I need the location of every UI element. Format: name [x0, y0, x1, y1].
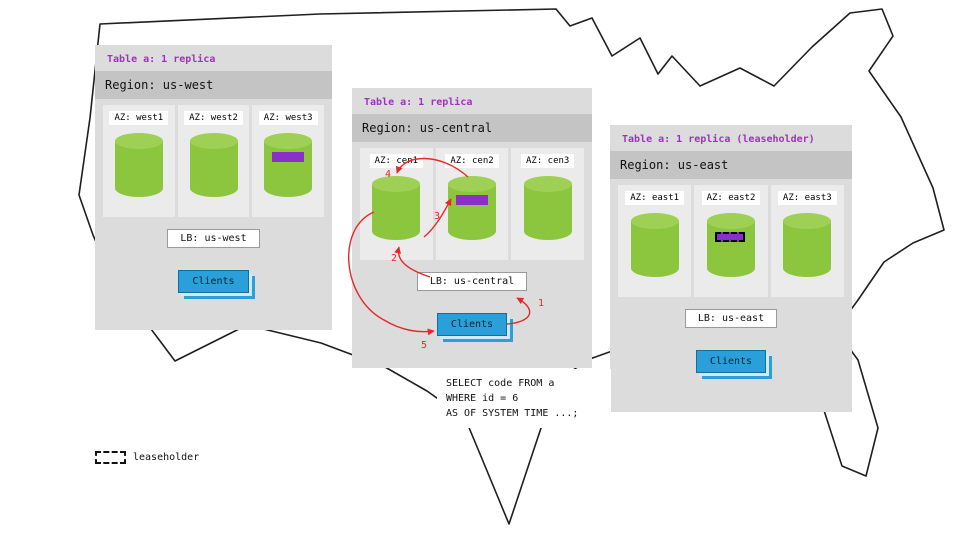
az-row: AZ: east1 AZ: east2 AZ: east3	[618, 185, 844, 297]
az-east1: AZ: east1	[618, 185, 692, 297]
table-replica-label: Table a: 1 replica (leaseholder)	[622, 134, 815, 145]
az-row: AZ: west1 AZ: west2 AZ: west3	[103, 105, 325, 217]
az-label: AZ: east1	[625, 191, 685, 205]
az-east2: AZ: east2	[694, 185, 768, 297]
db-cylinder	[264, 133, 313, 197]
sql-line: AS OF SYSTEM TIME ...;	[446, 408, 579, 419]
load-balancer: LB: us-east	[684, 309, 778, 328]
db-cylinder	[523, 176, 572, 240]
region-panel-us-central: Table a: 1 replica Region: us-central AZ…	[352, 88, 592, 368]
db-cylinder	[448, 176, 496, 240]
az-cen1: AZ: cen1	[360, 148, 433, 260]
az-west2: AZ: west2	[177, 105, 250, 217]
az-cen2: AZ: cen2	[435, 148, 509, 260]
replica-bar	[456, 195, 488, 205]
az-label: AZ: west1	[109, 111, 169, 125]
db-cylinder	[114, 133, 163, 197]
clients-node: Clients	[178, 270, 249, 293]
db-cylinder	[372, 176, 421, 240]
db-cylinder	[706, 213, 755, 277]
leaseholder-legend-icon	[95, 451, 126, 464]
region-panel-us-east: Table a: 1 replica (leaseholder) Region:…	[610, 125, 852, 412]
az-row: AZ: cen1 AZ: cen2 AZ: cen3	[360, 148, 585, 260]
az-label: AZ: west2	[184, 111, 243, 125]
sql-line: SELECT code FROM a	[446, 378, 555, 389]
az-west1: AZ: west1	[103, 105, 175, 217]
az-west3: AZ: west3	[252, 105, 325, 217]
clients-node: Clients	[695, 350, 767, 373]
legend: leaseholder	[95, 451, 199, 464]
table-replica-label: Table a: 1 replica	[107, 54, 216, 65]
region-panel-us-west: Table a: 1 replica Region: us-west AZ: w…	[95, 45, 332, 330]
az-label: AZ: east3	[777, 191, 837, 205]
az-label: AZ: cen1	[369, 154, 424, 168]
table-replica-label: Table a: 1 replica	[364, 97, 473, 108]
az-east3: AZ: east3	[770, 185, 844, 297]
az-label: AZ: east2	[701, 191, 761, 205]
clients-node: Clients	[436, 313, 508, 336]
az-label: AZ: west3	[258, 111, 318, 125]
leaseholder-replica-bar	[714, 232, 745, 242]
db-cylinder	[189, 133, 238, 197]
az-label: AZ: cen3	[521, 154, 575, 168]
az-label: AZ: cen2	[445, 154, 499, 168]
load-balancer: LB: us-west	[167, 229, 260, 248]
legend-label: leaseholder	[133, 452, 200, 463]
db-cylinder	[783, 213, 832, 277]
region-title: Region: us-west	[95, 71, 332, 99]
sql-line: WHERE id = 6	[446, 393, 519, 404]
region-title: Region: us-east	[610, 151, 852, 179]
region-title: Region: us-central	[352, 114, 592, 142]
load-balancer: LB: us-central	[416, 272, 528, 291]
sql-query-box: SELECT code FROM a WHERE id = 6 AS OF SY…	[437, 369, 611, 428]
db-cylinder	[630, 213, 679, 277]
replica-bar	[272, 152, 305, 162]
az-cen3: AZ: cen3	[511, 148, 585, 260]
